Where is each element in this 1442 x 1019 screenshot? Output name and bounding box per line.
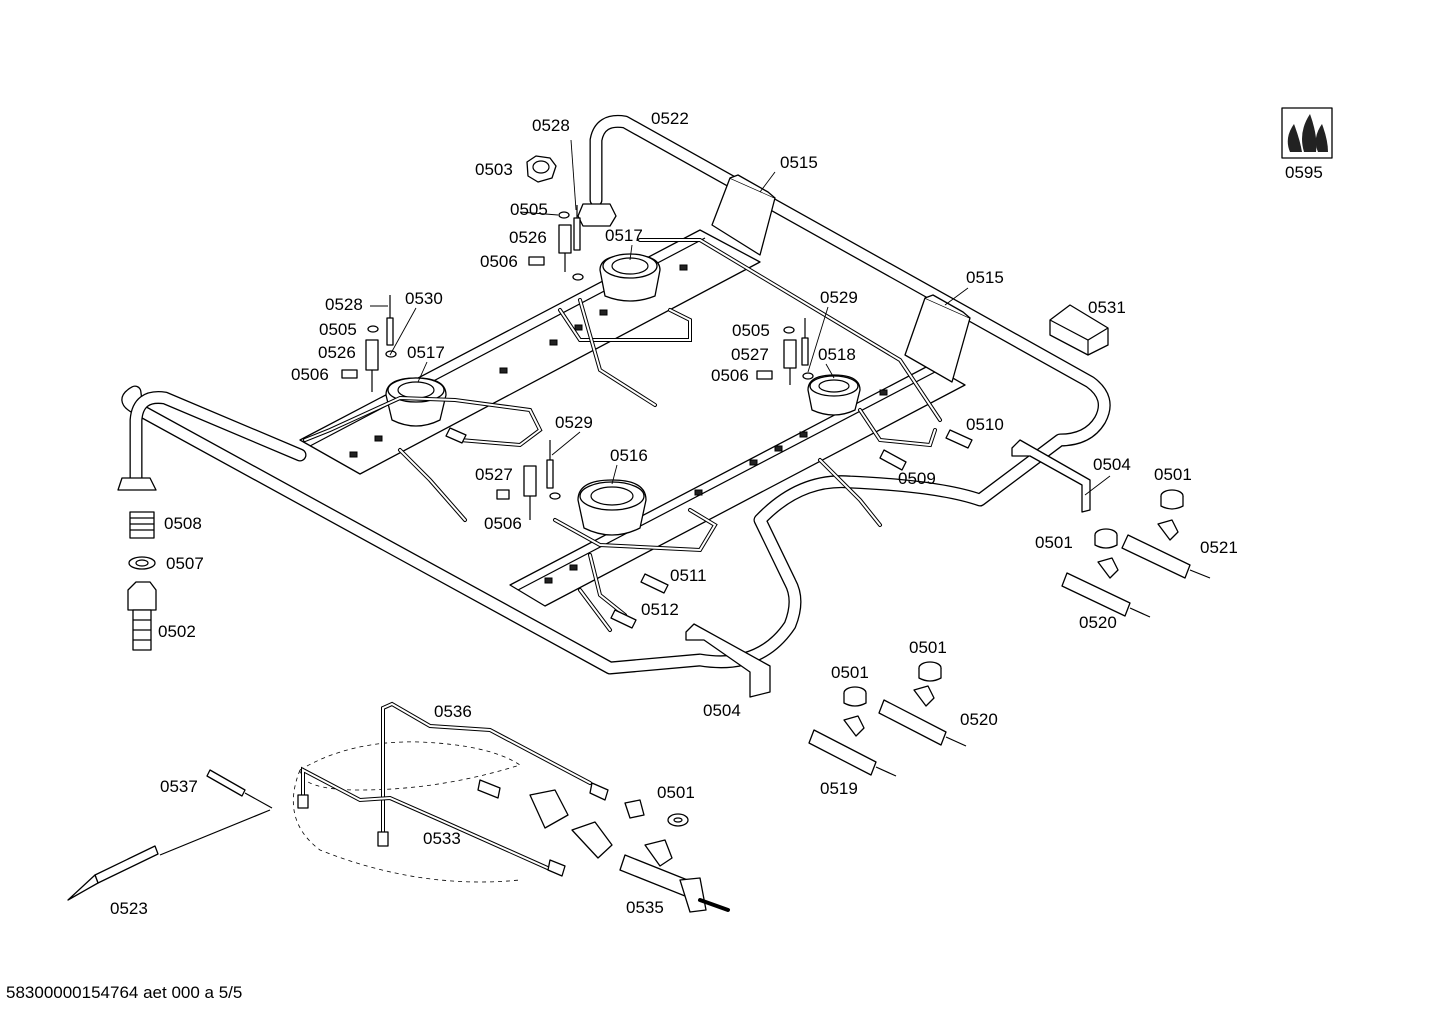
fittings-0535-group (477, 779, 645, 859)
label-0595: 0595 (1285, 163, 1323, 182)
thermocouple-0537 (159, 769, 273, 856)
electrode-0529-front (546, 440, 554, 489)
nut-0503 (526, 155, 557, 183)
thermocouple-wires (303, 238, 942, 632)
label-0518: 0518 (818, 345, 856, 364)
label-0529: 0529 (820, 288, 858, 307)
label-0527: 0527 (731, 345, 769, 364)
label-0501: 0501 (1154, 465, 1192, 484)
burner-0518 (807, 374, 861, 416)
label-0501: 0501 (909, 638, 947, 657)
gas-valve-0521 (1121, 519, 1211, 579)
label-0520: 0520 (1079, 613, 1117, 632)
burner-0517-top (599, 253, 661, 302)
label-0533: 0533 (423, 829, 461, 848)
thermocouple-0526-left (365, 339, 379, 392)
label-0505: 0505 (510, 200, 548, 219)
label-0527: 0527 (475, 465, 513, 484)
label-0528: 0528 (532, 116, 570, 135)
thermocouple-0526-top (558, 224, 572, 272)
thermocouple-tip-0523 (67, 845, 159, 901)
label-0537: 0537 (160, 777, 198, 796)
gas-valve-0519 (808, 715, 897, 777)
label-0512: 0512 (641, 600, 679, 619)
label-0501: 0501 (831, 663, 869, 682)
bracket-0504-front (685, 623, 771, 698)
gas-valve-0520-right (1061, 557, 1151, 618)
gas-pipe-0533 (297, 766, 566, 877)
label-0505: 0505 (732, 321, 770, 340)
label-0505: 0505 (319, 320, 357, 339)
label-0504: 0504 (703, 701, 741, 720)
thermocouple-0527-front (523, 465, 537, 520)
inlet-fitting-0508 (129, 511, 155, 539)
label-0508: 0508 (164, 514, 202, 533)
label-0517: 0517 (407, 343, 445, 362)
label-0528: 0528 (325, 295, 363, 314)
label-0520: 0520 (960, 710, 998, 729)
label-0501: 0501 (657, 783, 695, 802)
label-0511: 0511 (670, 566, 707, 585)
label-0522: 0522 (651, 109, 689, 128)
label-0501: 0501 (1035, 533, 1073, 552)
electrode-0528-top (573, 205, 581, 251)
leader-lines (370, 139, 1111, 496)
gas-pipe-0536 (377, 701, 592, 847)
label-0503: 0503 (475, 160, 513, 179)
bushings-0501 (667, 489, 1184, 827)
label-0506: 0506 (291, 365, 329, 384)
label-0526: 0526 (318, 343, 356, 362)
burner-0516 (577, 479, 647, 536)
electrode-0529-right (801, 318, 809, 366)
label-0523: 0523 (110, 899, 148, 918)
label-0507: 0507 (166, 554, 204, 573)
label-0517: 0517 (605, 226, 643, 245)
label-0529: 0529 (555, 413, 593, 432)
label-0531: 0531 (1088, 298, 1126, 317)
thermocouple-0527-right (783, 339, 797, 385)
part-labels: 0522 0528 0503 0515 0505 0526 0517 0506 … (110, 109, 1323, 918)
hose-nozzle-0502 (127, 581, 157, 651)
gas-valve-0520-front (878, 685, 967, 747)
burner-0517-left (385, 377, 447, 427)
label-0536: 0536 (434, 702, 472, 721)
label-0504: 0504 (1093, 455, 1131, 474)
gas-flame-symbol-icon (1281, 107, 1333, 159)
label-0515: 0515 (780, 153, 818, 172)
label-0506: 0506 (484, 514, 522, 533)
label-0506: 0506 (711, 366, 749, 385)
gas-valve-0535 (619, 839, 730, 913)
mounting-bracket-0515-top (711, 174, 776, 256)
label-0502: 0502 (158, 622, 196, 641)
label-0516: 0516 (610, 446, 648, 465)
label-0526: 0526 (509, 228, 547, 247)
label-0530: 0530 (405, 289, 443, 308)
electrode-0528-left (386, 295, 394, 346)
label-0509: 0509 (898, 469, 936, 488)
label-0521: 0521 (1200, 538, 1238, 557)
drawing-reference-footer: 58300000154764 aet 000 a 5/5 (6, 983, 242, 1002)
label-0515: 0515 (966, 268, 1004, 287)
mounting-bracket-0515-right (904, 294, 971, 383)
clips-0506 (341, 256, 773, 500)
label-0510: 0510 (966, 415, 1004, 434)
dashed-assembly-outline (293, 741, 521, 883)
label-0519: 0519 (820, 779, 858, 798)
label-0535: 0535 (626, 898, 664, 917)
gas-manifold-pipe (117, 114, 1111, 675)
washer-0507 (128, 556, 156, 570)
bracket-0504-right (1011, 439, 1091, 513)
injector-nozzles (445, 427, 973, 629)
ignition-connector-0531 (1049, 304, 1109, 356)
label-0506: 0506 (480, 252, 518, 271)
